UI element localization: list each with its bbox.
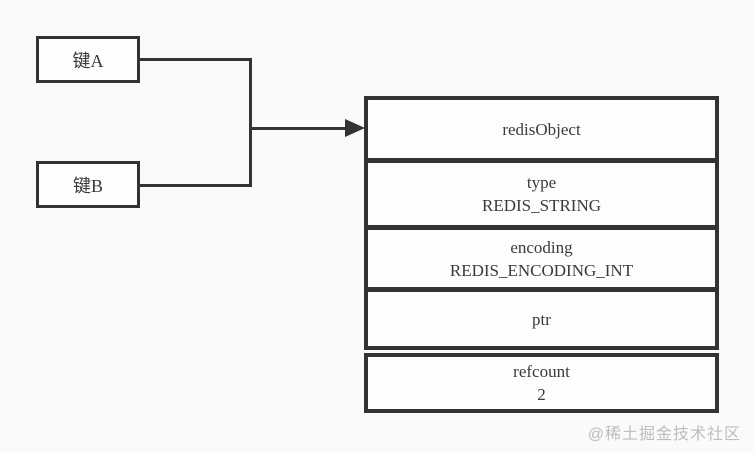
key-b-label: 键B	[72, 175, 103, 196]
row-encoding: encoding REDIS_ENCODING_INT	[368, 225, 715, 287]
key-a-label: 键A	[72, 50, 104, 71]
encoding-field-name: encoding	[510, 237, 573, 257]
row-redisobject: redisObject	[368, 100, 715, 158]
watermark: @稀土掘金技术社区	[587, 426, 741, 443]
connector-key-b-line	[140, 184, 252, 187]
connector-arrow-line	[249, 127, 345, 130]
ptr-field-name: ptr	[532, 309, 551, 329]
key-a-box: 键A	[36, 36, 140, 83]
type-field-name: type	[526, 173, 557, 192]
row-ptr: ptr	[368, 287, 715, 346]
arrow-head-icon	[345, 119, 365, 137]
connector-key-a-line	[140, 58, 252, 61]
redis-object-table: redisObject type REDIS_STRING encoding R…	[364, 96, 719, 350]
encoding-field-value: REDIS_ENCODING_INT	[449, 260, 634, 280]
refcount-box: refcount 2	[364, 353, 719, 413]
row-type: type REDIS_STRING	[368, 158, 715, 225]
refcount-field-value: 2	[537, 385, 546, 404]
redisobject-title: redisObject	[502, 119, 581, 139]
connector-merge-line	[249, 58, 252, 187]
row-refcount: refcount 2	[368, 357, 715, 409]
refcount-field-name: refcount	[513, 362, 570, 381]
key-b-box: 键B	[36, 161, 140, 208]
type-field-value: REDIS_STRING	[481, 196, 601, 215]
